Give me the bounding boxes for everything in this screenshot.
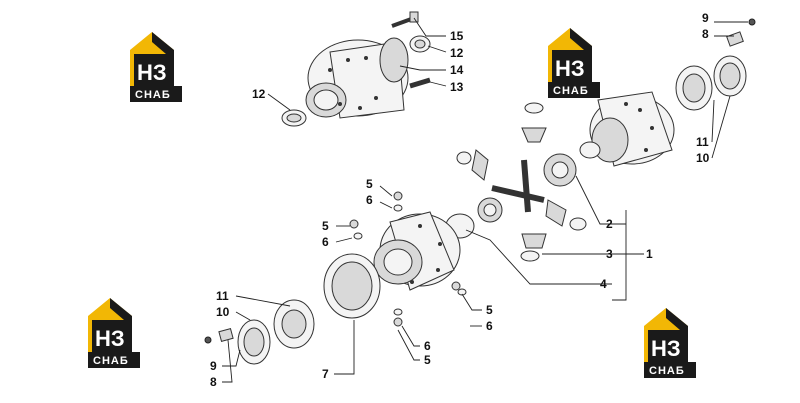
bolt-15	[391, 11, 419, 28]
callout-5: 5	[424, 353, 431, 367]
gear-set-center	[445, 102, 601, 262]
logo-mark: НЗ	[555, 56, 585, 81]
logo-mark: НЗ	[137, 60, 167, 85]
callout-9: 9	[702, 11, 709, 25]
logo-mark: НЗ	[95, 326, 125, 351]
callout-15: 15	[450, 29, 464, 43]
logo-bottom-left: НЗ СНАБ	[88, 298, 140, 368]
callout-10: 10	[696, 151, 710, 165]
callout-14: 14	[450, 63, 464, 77]
logo-word: СНАБ	[553, 85, 589, 97]
differential-case-lower	[373, 211, 461, 291]
callout-6: 6	[366, 193, 373, 207]
logo-word: СНАБ	[649, 365, 685, 377]
seal-ring-7	[323, 253, 381, 319]
callout-8: 8	[702, 27, 709, 41]
callout-5: 5	[486, 303, 493, 317]
bearing-cup-12-top	[409, 35, 431, 53]
logo-word: СНАБ	[93, 355, 129, 367]
logo-mark: НЗ	[651, 336, 681, 361]
callout-11: 11	[696, 135, 709, 149]
callout-2: 2	[606, 217, 613, 231]
differential-housing-right	[589, 91, 675, 167]
callout-6: 6	[424, 339, 431, 353]
ring-nut-10-lower	[237, 319, 271, 365]
callout-6: 6	[322, 235, 329, 249]
screw-9-lower	[204, 336, 212, 344]
callout-6: 6	[486, 319, 493, 333]
logo-bottom-right: НЗ СНАБ	[644, 308, 696, 378]
screw-9-top	[748, 18, 756, 26]
callout-8: 8	[210, 375, 217, 389]
bearing-11-top	[675, 65, 713, 111]
callout-12: 12	[252, 87, 266, 101]
logo-top-center: НЗ СНАБ	[548, 28, 600, 98]
fasteners-5-6	[349, 191, 467, 327]
logo-word: СНАБ	[135, 89, 171, 101]
callout-5: 5	[366, 177, 373, 191]
lock-plate-8-top	[726, 31, 744, 47]
logo-top-left: НЗ СНАБ	[130, 32, 182, 102]
callout-11: 11	[216, 289, 229, 303]
callout-3: 3	[606, 247, 613, 261]
pin-13	[409, 77, 431, 89]
callout-9: 9	[210, 359, 217, 373]
callout-7: 7	[322, 367, 329, 381]
bearing-cup-12-left	[281, 109, 307, 127]
lock-plate-8-lower	[218, 328, 234, 342]
bearing-11-lower	[273, 299, 315, 349]
callout-4: 4	[600, 277, 607, 291]
ring-nut-10-top	[713, 55, 747, 97]
callout-1: 1	[646, 247, 653, 261]
callout-10: 10	[216, 305, 230, 319]
callout-12: 12	[450, 46, 464, 60]
callout-13: 13	[450, 80, 464, 94]
callout-5: 5	[322, 219, 329, 233]
leader-lines	[222, 17, 748, 383]
callout-labels: 15 12 14 13 12 9 8 11 10 2 3 1 4 5 6 5 6…	[210, 11, 710, 389]
differential-assembly-top	[305, 37, 409, 119]
